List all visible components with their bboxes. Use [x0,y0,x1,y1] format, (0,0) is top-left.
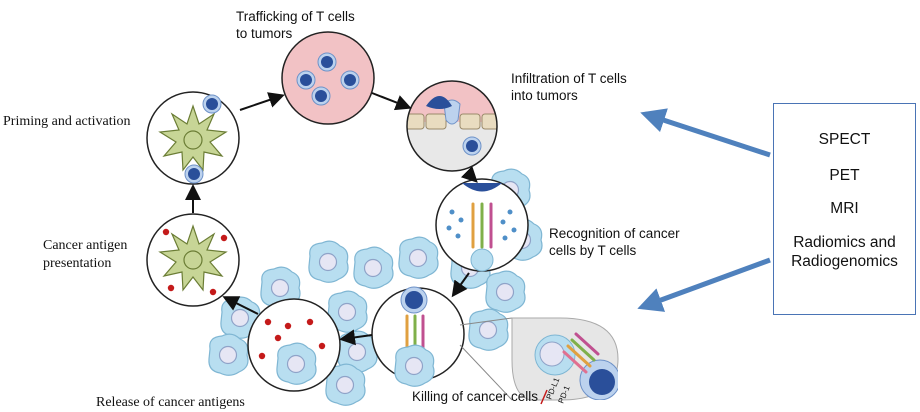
cancer-cell [208,333,249,376]
t-cell [184,164,204,184]
step-infiltration-circle [406,80,498,172]
step-trafficking-circle [281,31,375,125]
label-release: Release of cancer antigens [96,395,245,410]
cancer-cell [468,308,509,351]
arrow-recognition-to-killing [451,272,470,298]
step-release-circle [247,298,341,392]
cycle-arrows [185,92,478,346]
modality-radiomics: Radiomics and Radiogenomics [791,234,898,270]
label-priming: Priming and activation [3,114,131,129]
imaging-modalities-box: SPECT PET MRI Radiomics and Radiogenomic… [773,103,916,315]
cancer-cell [308,240,349,283]
label-trafficking: Trafficking of T cells to tumors [236,9,355,41]
modality-spect: SPECT [818,131,871,148]
t-cell [340,70,360,90]
dying-cancer-cell [276,342,317,385]
t-cell [317,52,337,72]
modality-pet: PET [829,167,860,184]
imaging-arrows [637,108,771,312]
t-cell [296,70,316,90]
step-killing-circle [371,286,465,387]
cancer-cell [394,344,435,387]
label-presentation: Cancer antigen presentation [43,238,128,271]
arrow-killing-to-release [339,329,373,346]
label-killing: Killing of cancer cells [412,389,539,404]
label-recognition: Recognition of cancer cells by T cells [549,226,680,258]
t-cell [311,86,331,106]
arrow-priming-to-trafficking [239,92,285,111]
cancer-cell [485,270,526,313]
cancer-cell [398,236,439,279]
step-priming-circle [146,91,240,185]
imaging-arrow-lower [637,257,771,312]
cancer-cell [353,246,394,289]
arrow-release-to-presentation [222,296,259,315]
modality-mri: MRI [830,200,859,217]
step-recognition-circle [435,178,529,272]
pd1-pdl1-inset: PD-L1 PD-1 [459,317,619,405]
imaging-arrow-upper [640,108,771,158]
arrow-infiltration-to-recognition [460,165,478,183]
step-presentation-circle [146,213,240,307]
t-cell [202,94,222,114]
label-infiltration: Infiltration of T cells into tumors [511,71,627,103]
arrow-trafficking-to-infiltration [371,92,412,111]
